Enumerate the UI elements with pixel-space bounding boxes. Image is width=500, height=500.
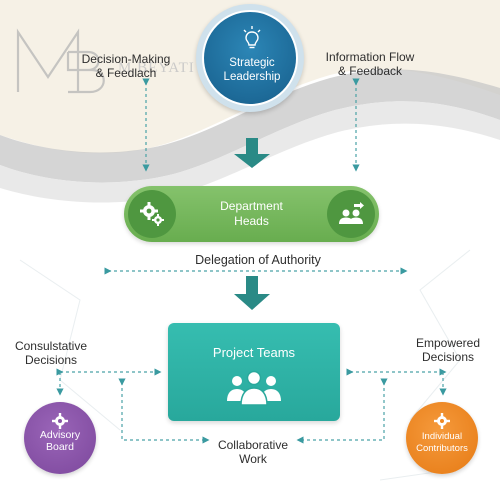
logo [10, 22, 120, 107]
collaborative-work-label: Collaborative Work [217, 438, 289, 466]
gears-icon [140, 202, 164, 226]
information-flow-label: Information Flow & Feedback [325, 50, 415, 78]
gear-icon [434, 413, 450, 429]
department-heads-node: Department Heads [124, 186, 379, 242]
strategic-leadership-label: Strategic Leadership [223, 57, 281, 83]
individual-contributors-node: Individual Contributors [406, 402, 478, 474]
lightbulb-icon [243, 26, 261, 49]
department-heads-label: Department Heads [220, 199, 283, 228]
consultative-label: Consulstative Decisions [14, 339, 88, 367]
project-teams-node: Project Teams [168, 323, 340, 421]
advisory-board-label: Advisory Board [39, 429, 81, 453]
people-delegate-icon [339, 202, 364, 224]
project-teams-label: Project Teams [212, 345, 296, 360]
gears-icon-circle [128, 190, 176, 238]
team-icon [227, 370, 281, 406]
decision-making-label: Decision-Making & Feedlach [81, 52, 171, 80]
empowered-label: Empowered Decisions [415, 336, 481, 364]
strategic-leadership-node: Strategic Leadership [196, 4, 304, 112]
individual-contributors-label: Individual Contributors [416, 431, 468, 454]
advisory-board-node: Advisory Board [24, 402, 96, 474]
people-delegate-icon-circle [327, 190, 375, 238]
gear-icon [52, 413, 68, 429]
delegation-label: Delegation of Authority [195, 253, 321, 267]
